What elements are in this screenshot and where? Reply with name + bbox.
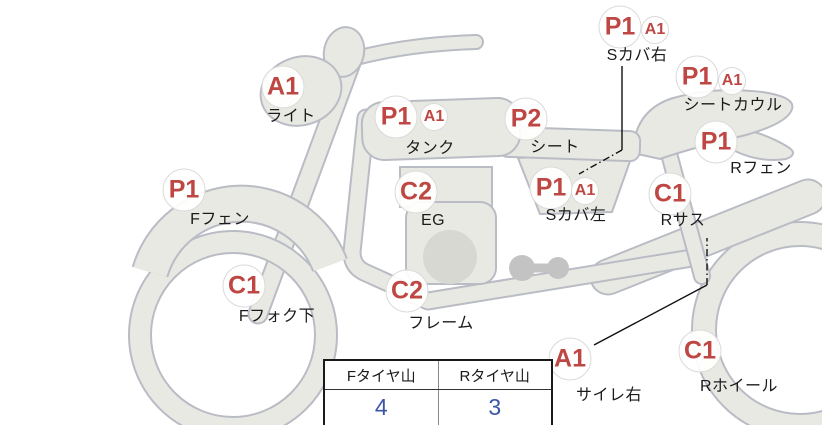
tire-tread-value-front: 4 xyxy=(374,394,388,420)
part-label: シート xyxy=(530,139,580,156)
part-label: フレーム xyxy=(408,315,474,332)
condition-badge-secondary[interactable]: A1 xyxy=(420,103,448,131)
part-label: EG xyxy=(420,212,446,229)
part-label: Fフォク下 xyxy=(238,308,316,325)
condition-badge-primary[interactable]: C1 xyxy=(648,172,692,216)
callout-line xyxy=(578,149,623,175)
part-label: Fフェン xyxy=(190,211,250,228)
tire-table-header-rear: Rタイヤ山 xyxy=(437,361,552,389)
tire-table-header-front: Fタイヤ山 xyxy=(346,368,416,385)
condition-badge-primary[interactable]: P1 xyxy=(374,95,418,139)
part-label: Sカバ左 xyxy=(545,207,607,224)
callout-lines xyxy=(578,66,708,346)
condition-badge-primary[interactable]: C2 xyxy=(385,269,429,313)
condition-badge-primary[interactable]: A1 xyxy=(261,65,305,109)
part-label: Rフェン xyxy=(730,160,792,177)
condition-badge-primary[interactable]: P1 xyxy=(162,168,206,212)
condition-badge-primary[interactable]: P1 xyxy=(529,166,573,210)
part-label: Rサス xyxy=(660,212,706,229)
condition-badge-primary[interactable]: P1 xyxy=(675,55,719,99)
condition-badge-primary[interactable]: P1 xyxy=(694,120,738,164)
condition-badge-secondary[interactable]: A1 xyxy=(571,177,599,205)
part-label: Rホイール xyxy=(699,378,779,395)
tire-tread-value-rear: 3 xyxy=(437,390,552,425)
condition-badge-primary[interactable]: P1 xyxy=(598,5,642,49)
callout-line xyxy=(593,284,708,346)
condition-badge-secondary[interactable]: A1 xyxy=(718,67,746,95)
condition-badge-primary[interactable]: C2 xyxy=(394,170,438,214)
part-label: ライト xyxy=(266,108,316,125)
condition-badge-primary[interactable]: C1 xyxy=(222,264,266,308)
part-label: シートカウル xyxy=(683,97,783,114)
condition-badge-primary[interactable]: A1 xyxy=(548,337,592,381)
part-label: Sカバ右 xyxy=(606,47,668,64)
condition-badge-secondary[interactable]: A1 xyxy=(641,16,669,44)
part-label: タンク xyxy=(405,140,455,157)
condition-badge-primary[interactable]: C1 xyxy=(678,329,722,373)
part-label: サイレ右 xyxy=(575,387,643,404)
tire-tread-table: Fタイヤ山 Rタイヤ山 4 3 xyxy=(323,359,553,425)
condition-badge-primary[interactable]: P2 xyxy=(504,97,548,141)
